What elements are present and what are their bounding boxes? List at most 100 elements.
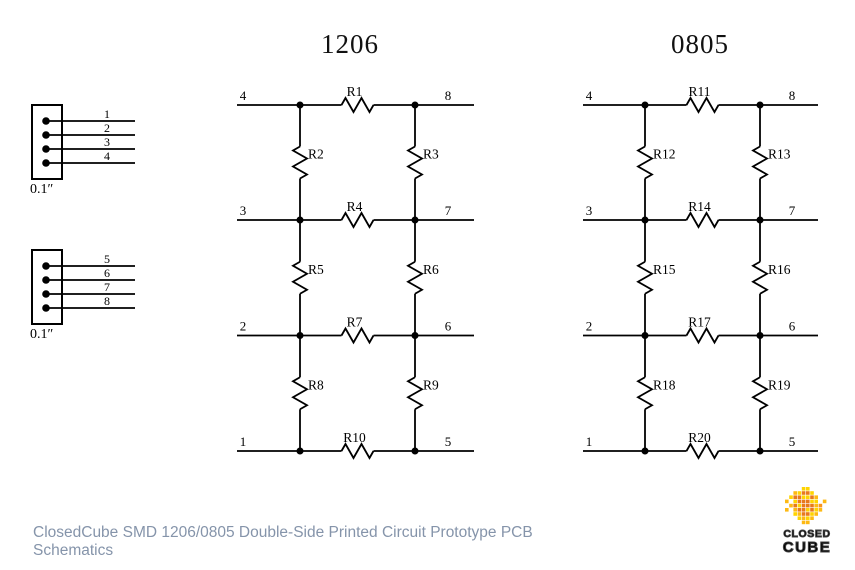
connector-pin <box>42 304 50 312</box>
cube-pixel <box>810 491 814 495</box>
resistor-symbol-R6 <box>406 260 424 295</box>
closedcube-logo-art: CLOSED CUBE <box>782 487 832 557</box>
resistor-label-R11: R11 <box>688 84 710 99</box>
resistor-label-R1: R1 <box>347 84 363 99</box>
resistor-symbol-R8 <box>291 376 309 411</box>
resistor-symbol-R4 <box>340 211 375 229</box>
cube-pixel <box>797 499 802 504</box>
resistor-label-R6: R6 <box>423 262 439 277</box>
pin-label-8: 8 <box>104 294 110 308</box>
resistor-symbol-R7 <box>340 326 375 345</box>
resistor-symbol-R18 <box>636 376 654 411</box>
connector-pin <box>42 276 50 284</box>
resistor-label-R4: R4 <box>347 199 363 214</box>
connector-pin <box>42 290 50 298</box>
pin-label-3: 3 <box>104 135 110 149</box>
cube-pixel <box>793 491 797 495</box>
resistor-symbol-R5 <box>291 260 309 295</box>
node-label-3: 3 <box>586 203 593 218</box>
connector-pin <box>42 262 50 270</box>
node-label-2: 2 <box>586 319 593 334</box>
connector-pin <box>42 131 50 139</box>
resistor-label-R7: R7 <box>347 315 363 330</box>
resistor-symbol-R14 <box>685 211 720 229</box>
resistor-symbol-R13 <box>751 145 769 180</box>
pin-label-2: 2 <box>104 121 110 135</box>
resistor-label-R2: R2 <box>308 147 324 162</box>
cube-pixel <box>810 495 814 499</box>
cube-pixel <box>801 508 806 512</box>
node-label-4: 4 <box>586 88 593 103</box>
cube-pixel <box>806 516 810 520</box>
resistor-label-R13: R13 <box>768 147 791 162</box>
cube-pixel <box>797 503 802 508</box>
resistor-label-R18: R18 <box>653 377 676 392</box>
cube-pixel <box>810 508 814 512</box>
closedcube-logo: CLOSED CUBE <box>774 485 840 561</box>
cube-pixel <box>814 512 818 516</box>
resistor-label-R20: R20 <box>688 430 711 445</box>
cube-pixel <box>801 512 806 516</box>
cube-pixel <box>793 508 797 512</box>
resistor-symbol-R9 <box>406 376 424 411</box>
cube-pixel <box>789 503 793 508</box>
cube-pixel <box>822 499 827 504</box>
cube-pixel <box>793 512 797 516</box>
cube-pixel <box>789 495 793 499</box>
resistor-label-R12: R12 <box>653 147 676 162</box>
connector-body <box>31 249 63 325</box>
node-label-8: 8 <box>445 88 452 103</box>
logo-text-closed: CLOSED <box>783 528 830 540</box>
pin-label-6: 6 <box>104 266 110 280</box>
cube-pixel <box>797 491 802 495</box>
resistor-symbol-R17 <box>685 326 720 345</box>
cube-pixel <box>806 491 810 495</box>
cube-pixel <box>801 491 806 495</box>
resistor-symbol-R1 <box>340 96 375 114</box>
resistor-label-R16: R16 <box>768 262 791 277</box>
cube-pixel <box>785 508 789 512</box>
node-label-6: 6 <box>789 319 796 334</box>
cube-pixel <box>806 503 810 508</box>
cube-pixel <box>797 508 802 512</box>
node-label-2: 2 <box>240 319 247 334</box>
cube-pixel <box>785 499 789 504</box>
node-label-3: 3 <box>240 203 247 218</box>
node-label-7: 7 <box>789 203 796 218</box>
resistor-symbol-R3 <box>406 145 424 180</box>
pin-label-4: 4 <box>104 149 110 163</box>
cube-pixel <box>810 516 814 520</box>
cube-pixel <box>793 503 797 508</box>
resistor-label-R14: R14 <box>688 199 711 214</box>
cube-pixel <box>810 503 814 508</box>
resistor-label-R8: R8 <box>308 377 324 392</box>
pitch-label: 0.1″ <box>30 327 54 342</box>
resistor-label-R5: R5 <box>308 262 324 277</box>
resistor-label-R3: R3 <box>423 147 439 162</box>
node-label-5: 5 <box>789 434 796 449</box>
resistor-symbol-R19 <box>751 376 769 411</box>
cube-pixel <box>801 495 806 499</box>
caption: ClosedCube SMD 1206/0805 Double-Side Pri… <box>33 524 533 559</box>
pin-label-5: 5 <box>104 252 110 266</box>
cube-pixel <box>793 499 797 504</box>
node-label-4: 4 <box>240 88 247 103</box>
connector-body <box>31 104 63 180</box>
cube-pixel <box>818 508 823 512</box>
logo-text-cube: CUBE <box>783 539 832 556</box>
cube-pixel <box>801 487 806 491</box>
resistor-symbol-R20 <box>685 442 720 460</box>
pixel-cube-icon <box>785 487 827 525</box>
node-label-8: 8 <box>789 88 796 103</box>
connector-pin <box>42 145 50 153</box>
connector-pin <box>42 117 50 125</box>
resistor-label-R15: R15 <box>653 262 676 277</box>
node-label-7: 7 <box>445 203 452 218</box>
resistor-symbol-R15 <box>636 260 654 295</box>
pitch-label: 0.1″ <box>30 182 54 197</box>
